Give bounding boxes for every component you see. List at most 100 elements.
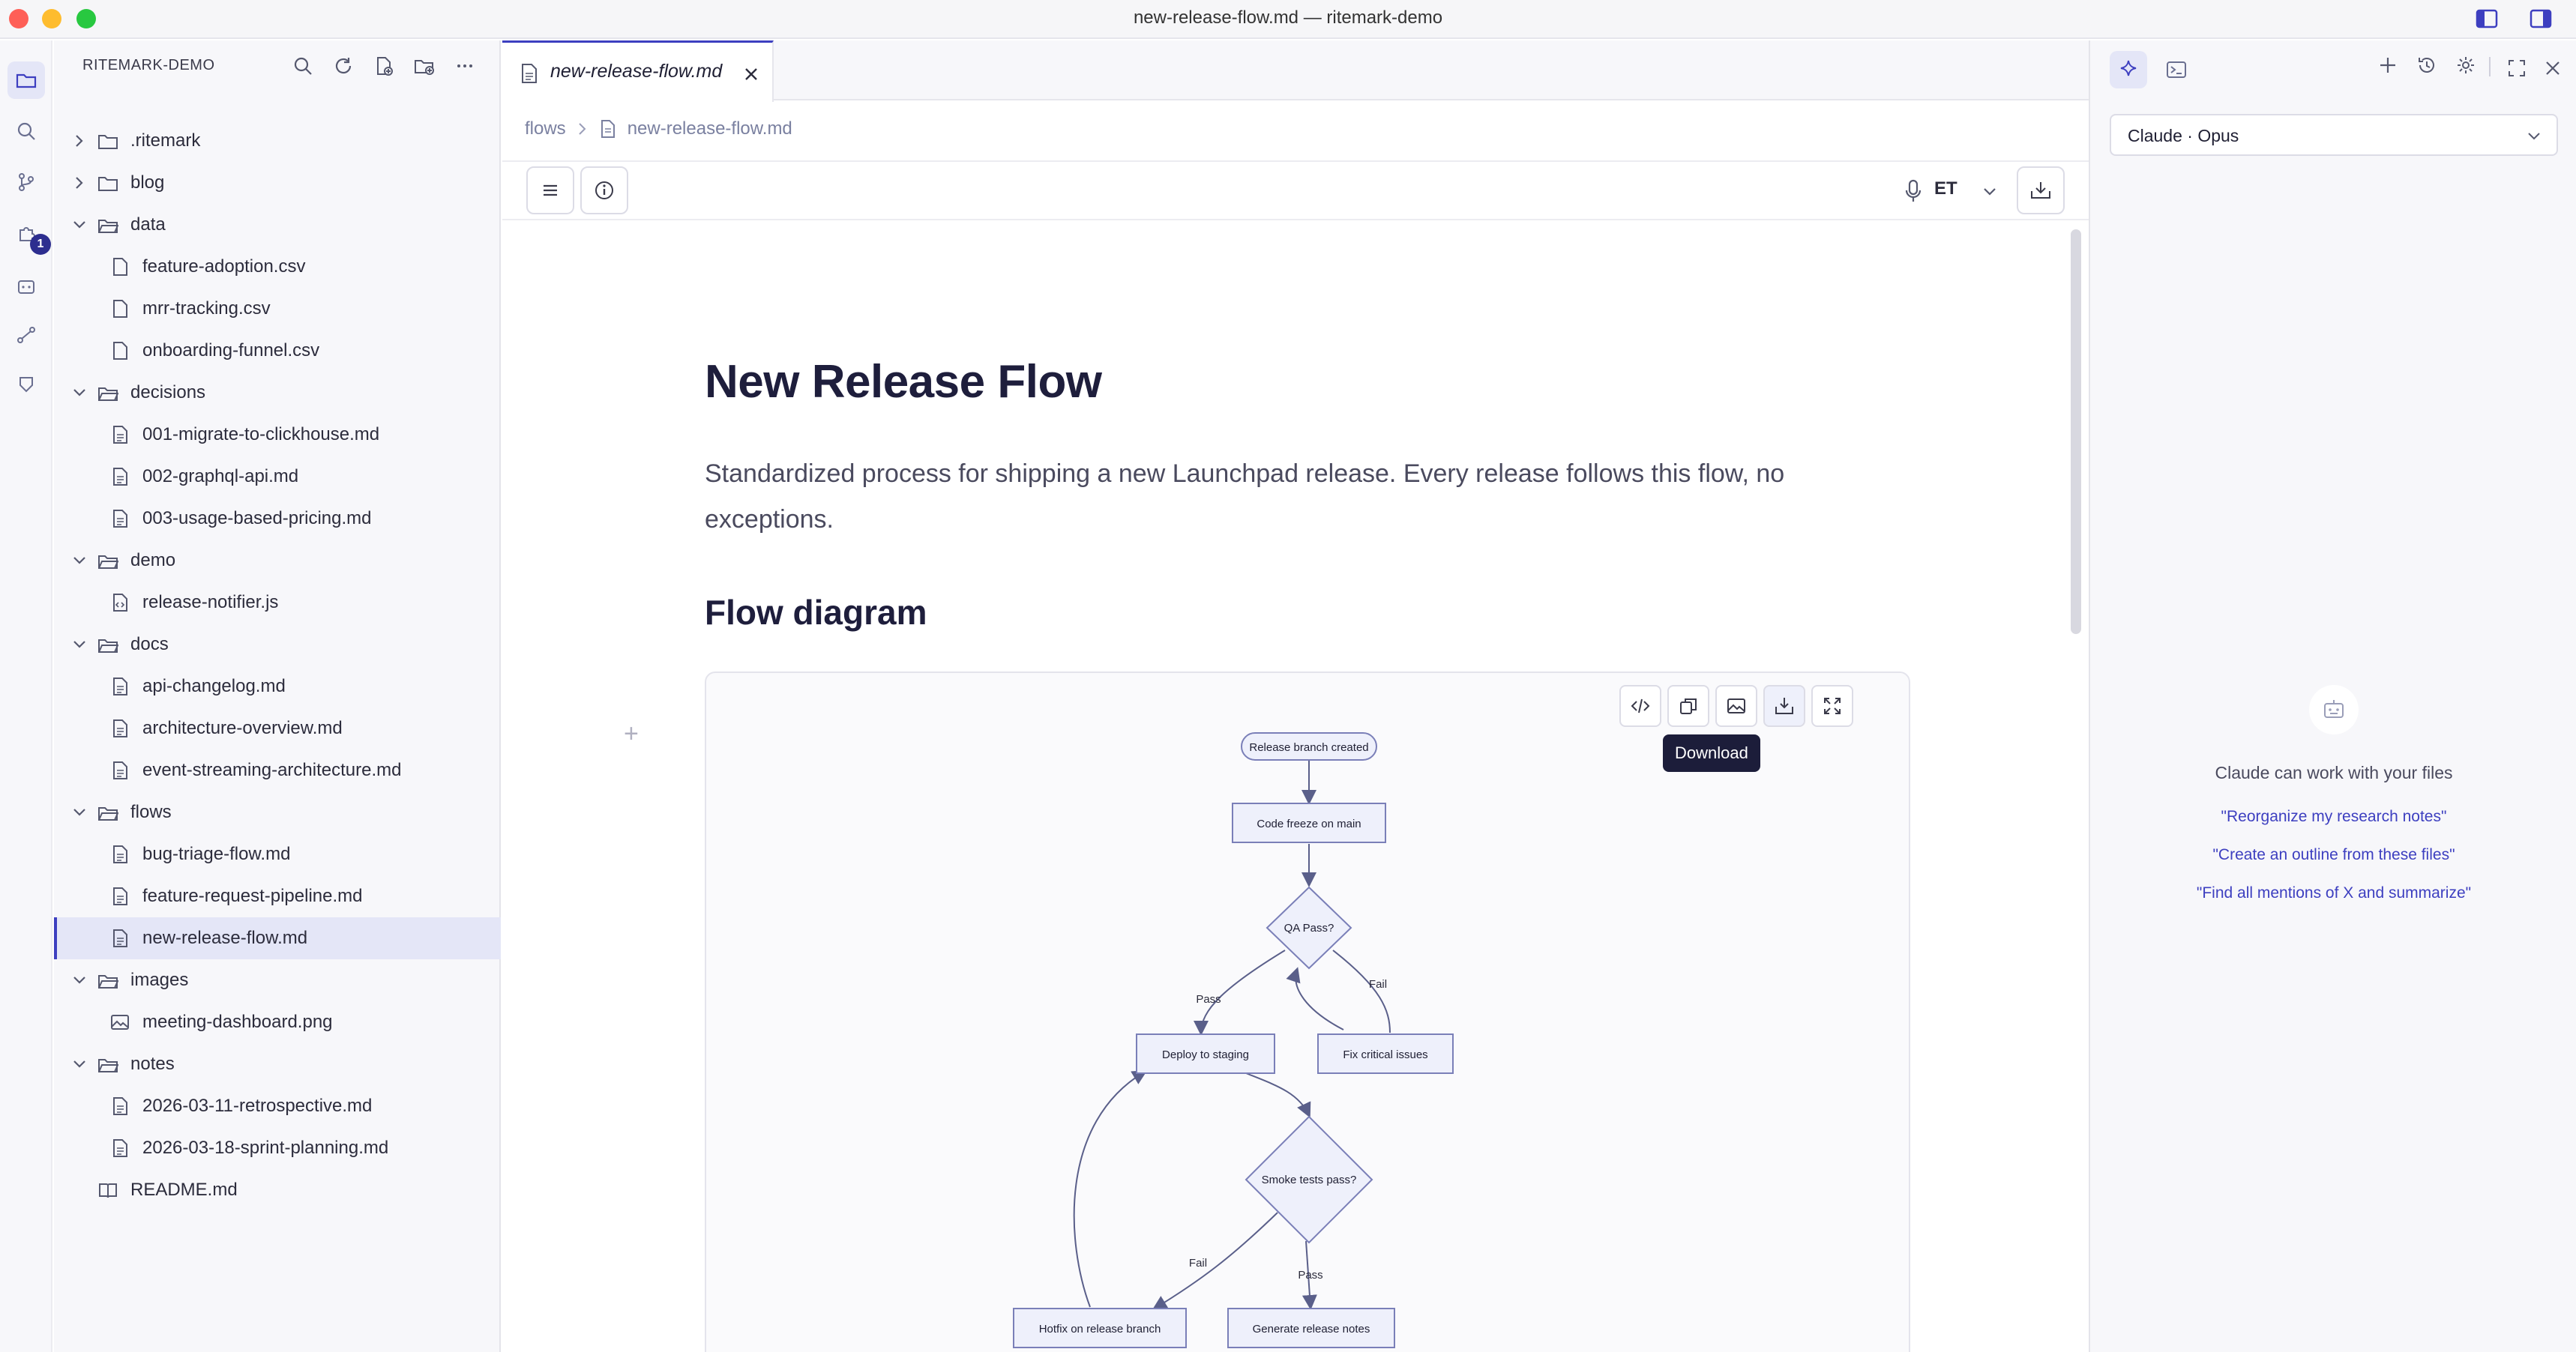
tree-file-2026-03-18-sprint-planning-md[interactable]: 2026-03-18-sprint-planning.md [54,1127,501,1169]
chevron-right-icon[interactable] [70,132,88,150]
code-icon [1631,698,1650,713]
tree-item-label: flows [130,802,172,822]
close-window-button[interactable] [9,9,28,28]
terminal-tab[interactable] [2158,51,2195,88]
suggestion-reorganize[interactable]: "Reorganize my research notes" [2221,808,2447,825]
tab-new-release-flow[interactable]: new-release-flow.md [502,40,774,102]
tree-file-new-release-flow-md[interactable]: new-release-flow.md [54,917,501,959]
tree-item-label: data [130,214,166,235]
sparkle-icon [2120,60,2137,76]
outline-menu-button[interactable] [526,166,574,214]
tree-folder-images[interactable]: images [54,959,501,1001]
menu-icon [544,184,557,196]
tree-item-label: api-changelog.md [142,676,286,696]
markdown-file-icon [109,718,130,739]
explorer-icon[interactable] [7,61,45,99]
breadcrumb-file[interactable]: new-release-flow.md [627,118,792,139]
tree-item-label: images [130,970,189,990]
tree-folder-blog[interactable]: blog [54,162,501,204]
tree-file-mrr-tracking-csv[interactable]: mrr-tracking.csv [54,288,501,330]
chevron-down-icon[interactable] [70,1055,88,1073]
export-image-button[interactable] [1715,685,1757,727]
chevron-down-icon[interactable] [70,384,88,402]
tree-file-002-graphql-api-md[interactable]: 002-graphql-api.md [54,456,501,498]
info-button[interactable] [580,166,628,214]
chevron-down-icon[interactable] [70,552,88,570]
new-chat-icon[interactable] [2369,46,2407,84]
source-control-icon[interactable] [7,163,45,201]
ai-sparkle-tab[interactable] [2110,51,2147,88]
fullscreen-button[interactable] [1811,685,1853,727]
tree-folder-demo[interactable]: demo [54,540,501,582]
tree-folder-ritemark[interactable]: .ritemark [54,120,501,162]
close-tab-icon[interactable] [742,65,760,83]
suggestion-find-mentions[interactable]: "Find all mentions of X and summarize" [2196,884,2472,902]
export-button[interactable] [2017,166,2065,214]
tab-bar: new-release-flow.md [502,40,2089,102]
tree-file-feature-adoption-csv[interactable]: feature-adoption.csv [54,246,501,288]
add-block-icon[interactable]: + [624,719,639,748]
activity-bar: 1 [0,40,52,1352]
search-icon[interactable] [7,112,45,150]
chevron-right-icon[interactable] [70,174,88,192]
tree-item-label: demo [130,550,176,570]
suggestion-outline[interactable]: "Create an outline from these files" [2212,846,2455,863]
tree-file-001-migrate-to-clickhouse-md[interactable]: 001-migrate-to-clickhouse.md [54,414,501,456]
shield-icon[interactable] [7,366,45,403]
tab-label: new-release-flow.md [550,61,723,82]
tree-file-readme-md[interactable]: README.md [54,1169,501,1211]
microphone-icon[interactable] [1903,178,1924,204]
maximize-window-button[interactable] [76,9,96,28]
tree-folder-flows[interactable]: flows [54,791,501,833]
maximize-panel-icon[interactable] [2498,49,2536,87]
chevron-down-icon[interactable] [70,803,88,821]
tree-file-architecture-overview-md[interactable]: architecture-overview.md [54,707,501,749]
assistant-bot-icon[interactable] [7,267,45,304]
tree-file-2026-03-11-retrospective-md[interactable]: 2026-03-11-retrospective.md [54,1085,501,1127]
chevron-down-icon[interactable] [70,636,88,654]
markdown-file-icon [601,120,615,138]
close-panel-icon[interactable] [2534,49,2572,87]
download-button[interactable] [1763,685,1805,727]
book-icon [97,1180,118,1201]
extensions-icon[interactable]: 1 [7,214,51,255]
new-folder-icon[interactable] [409,51,439,81]
minimize-window-button[interactable] [42,9,61,28]
tree-file-event-streaming-architecture-md[interactable]: event-streaming-architecture.md [54,749,501,791]
refresh-icon[interactable] [328,51,358,81]
tree-folder-decisions[interactable]: decisions [54,372,501,414]
tree-file-release-notifier-js[interactable]: release-notifier.js [54,582,501,624]
search-files-icon[interactable] [288,51,318,81]
dictation-language[interactable]: ET [1934,178,1957,199]
more-actions-icon[interactable] [450,51,480,81]
flows-icon[interactable] [7,316,45,354]
view-code-button[interactable] [1619,685,1661,727]
tree-folder-data[interactable]: data [54,204,501,246]
info-icon [595,181,613,199]
copy-button[interactable] [1667,685,1709,727]
tree-folder-notes[interactable]: notes [54,1043,501,1085]
editor-scrollbar[interactable] [2071,229,2081,634]
node-fix-label: Fix critical issues [1343,1048,1427,1061]
tree-file-api-changelog-md[interactable]: api-changelog.md [54,666,501,707]
tree-file-meeting-dashboard-png[interactable]: meeting-dashboard.png [54,1001,501,1043]
gear-icon[interactable] [2447,46,2485,84]
folder-open-icon [97,382,119,403]
breadcrumb-folder[interactable]: flows [525,118,566,139]
history-icon[interactable] [2408,46,2446,84]
new-file-icon[interactable] [369,51,399,81]
folder-icon [97,130,118,151]
tree-file-003-usage-based-pricing-md[interactable]: 003-usage-based-pricing.md [54,498,501,540]
tree-file-bug-triage-flow-md[interactable]: bug-triage-flow.md [54,833,501,875]
toggle-right-panel-icon[interactable] [2528,6,2554,31]
markdown-file-icon [109,760,130,781]
model-select[interactable]: Claude · Opus [2110,114,2558,156]
toggle-left-panel-icon[interactable] [2474,6,2500,31]
tree-folder-docs[interactable]: docs [54,624,501,666]
tree-file-onboarding-funnel-csv[interactable]: onboarding-funnel.csv [54,330,501,372]
chevron-down-icon[interactable] [70,216,88,234]
tree-item-label: feature-request-pipeline.md [142,886,363,906]
tree-file-feature-request-pipeline-md[interactable]: feature-request-pipeline.md [54,875,501,917]
chevron-down-icon[interactable] [1981,183,1999,201]
chevron-down-icon[interactable] [70,971,88,989]
